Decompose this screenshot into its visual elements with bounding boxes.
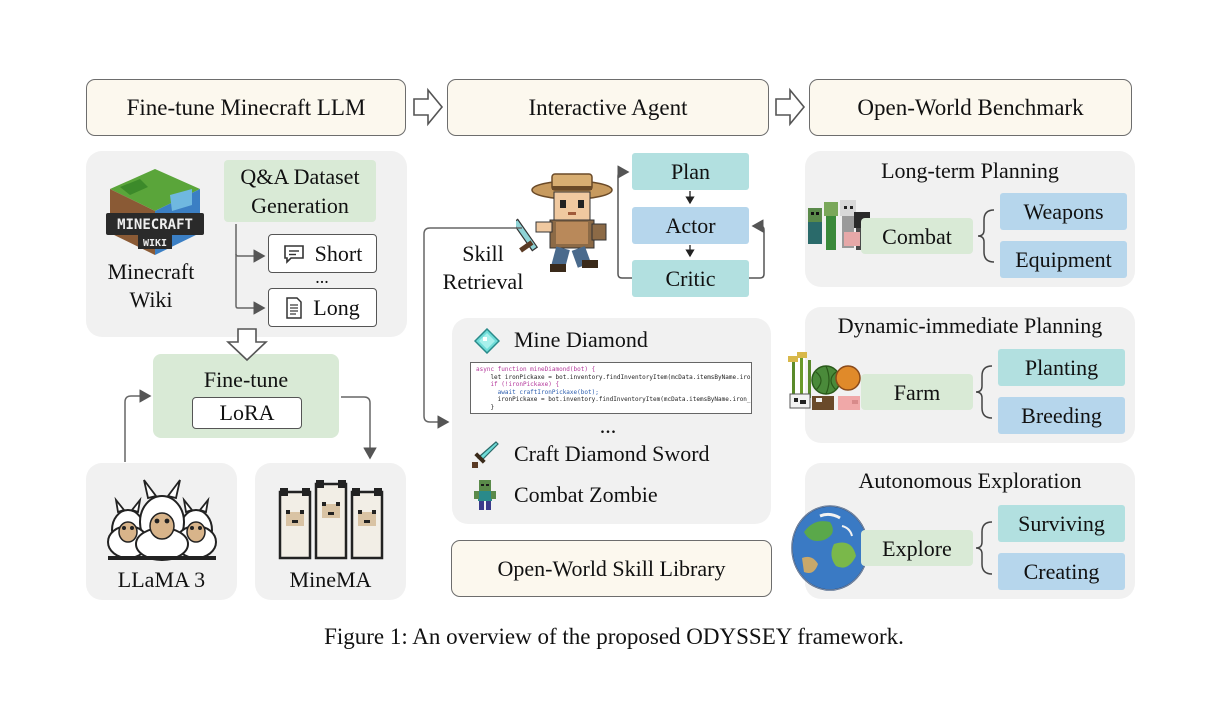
skill-library-panel	[452, 318, 771, 524]
logo-text-minecraft: MINECRAFT	[117, 217, 193, 233]
llama-label: LLaMA 3	[117, 567, 206, 592]
code-line: let ironPickaxe = bot.inventory.findInve…	[490, 373, 751, 381]
creating-box: Creating	[998, 553, 1125, 590]
header-interactive-agent: Interactive Agent	[447, 79, 769, 136]
long-label: Long	[313, 294, 360, 320]
long-answer-box: Long	[268, 288, 377, 327]
open-world-skill-library-box: Open-World Skill Library	[451, 540, 772, 597]
world-globe-icon	[790, 504, 870, 592]
dynamic-planning-title: Dynamic-immediate Planning	[837, 313, 1103, 338]
code-line: ironPickaxe = bot.inventory.findInventor…	[497, 396, 751, 404]
header-open-world-benchmark: Open-World Benchmark	[809, 79, 1132, 136]
qa-dataset-generation: Q&A Dataset Generation	[224, 160, 376, 222]
lora-box: LoRA	[192, 397, 302, 429]
breeding-box: Breeding	[998, 397, 1125, 434]
farm-icon	[786, 350, 870, 416]
code-line: if (!ironPickaxe) {	[476, 381, 560, 389]
plan-box: Plan	[632, 153, 749, 190]
surviving-box: Surviving	[998, 505, 1125, 542]
critic-box: Critic	[632, 260, 749, 297]
header-finetune-llm: Fine-tune Minecraft LLM	[86, 79, 406, 136]
agent-character-icon	[511, 170, 616, 276]
logo-text-wiki: WIKI	[143, 238, 167, 249]
code-line: await craftIronPickaxe(bot);	[476, 388, 599, 396]
down-hollow-arrow	[225, 328, 269, 362]
header-arrow-1	[413, 87, 444, 127]
short-long-dots: ...	[315, 267, 329, 287]
actor-box: Actor	[632, 207, 749, 244]
skill-mine-diamond: Mine Diamond	[514, 327, 648, 352]
minema-label: MineMA	[289, 567, 372, 592]
minema-icon	[276, 478, 386, 562]
header-arrow-2	[775, 87, 806, 127]
diamond-icon	[473, 327, 501, 355]
zombie-icon	[474, 479, 496, 511]
skill-combat-zombie: Combat Zombie	[514, 482, 658, 507]
planting-box: Planting	[998, 349, 1125, 386]
document-icon	[286, 296, 303, 319]
weapons-box: Weapons	[1000, 193, 1127, 230]
finetune-label: Fine-tune	[203, 367, 289, 392]
code-line: }	[476, 403, 495, 411]
farm-task: Farm	[861, 374, 973, 410]
skill-craft-diamond-sword: Craft Diamond Sword	[514, 441, 710, 466]
equipment-box: Equipment	[1000, 241, 1127, 278]
minecraft-wiki-label: Minecraft Wiki	[107, 259, 195, 312]
diamond-sword-icon	[470, 440, 500, 470]
code-line: async function mineDiamond(bot) {	[476, 366, 596, 373]
chat-icon	[283, 244, 304, 264]
explore-task: Explore	[861, 530, 973, 566]
combat-task: Combat	[861, 218, 973, 254]
mine-diamond-code-block: async function mineDiamond(bot) { let ir…	[470, 362, 752, 414]
long-term-planning-title: Long-term Planning	[881, 158, 1059, 183]
figure-caption: Figure 1: An overview of the proposed OD…	[324, 624, 904, 649]
short-label: Short	[314, 240, 363, 266]
short-answer-box: Short	[268, 234, 377, 273]
autonomous-exploration-title: Autonomous Exploration	[858, 468, 1082, 493]
minecraft-wiki-logo: MINECRAFT WIKI	[100, 165, 210, 261]
skill-retrieval-label: Skill Retrieval	[442, 241, 524, 294]
skill-list-dots: ...	[599, 413, 617, 438]
llama-icon	[104, 470, 220, 562]
